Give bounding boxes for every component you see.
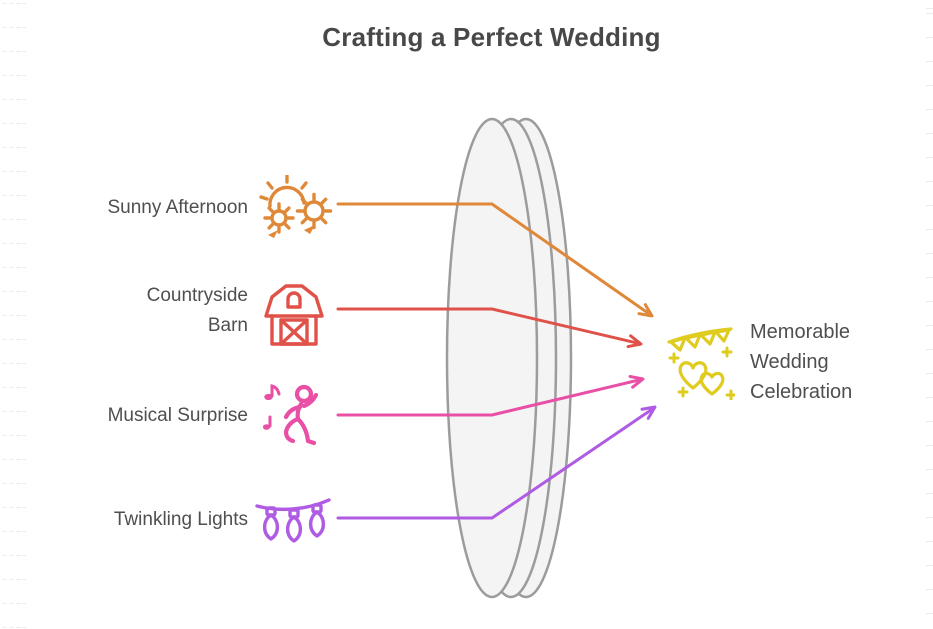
flow-line-twinkling-lights — [336, 405, 657, 520]
flow-line-musical-surprise — [336, 374, 645, 417]
input-label-musical-surprise: Musical Surprise — [107, 405, 248, 426]
arrowhead — [626, 334, 643, 349]
string-lights-icon — [255, 498, 331, 543]
output-label-memorable-wedding-celebration: Memorable Wedding Celebration — [750, 321, 853, 403]
barn-icon — [264, 284, 324, 346]
input-label-sunny-afternoon: Sunny Afternoon — [107, 197, 249, 218]
flow-line-countryside-barn — [336, 307, 643, 349]
arrowhead — [637, 303, 654, 318]
music-notes — [262, 384, 281, 430]
page-title: Crafting a Perfect Wedding — [322, 22, 661, 52]
flow-line-sunny-afternoon — [336, 202, 654, 318]
arrowhead — [628, 374, 645, 389]
sun-icon — [259, 175, 333, 238]
input-label-countryside-barn: Countryside Barn — [146, 285, 248, 336]
hearts-banner-icon — [667, 327, 735, 400]
sparkles — [668, 346, 735, 400]
lens-shape — [445, 117, 573, 599]
dancer-music-icon — [262, 384, 319, 446]
arrowhead — [640, 405, 657, 420]
bird-silhouettes — [268, 225, 315, 238]
input-label-twinkling-lights: Twinkling Lights — [113, 509, 248, 530]
